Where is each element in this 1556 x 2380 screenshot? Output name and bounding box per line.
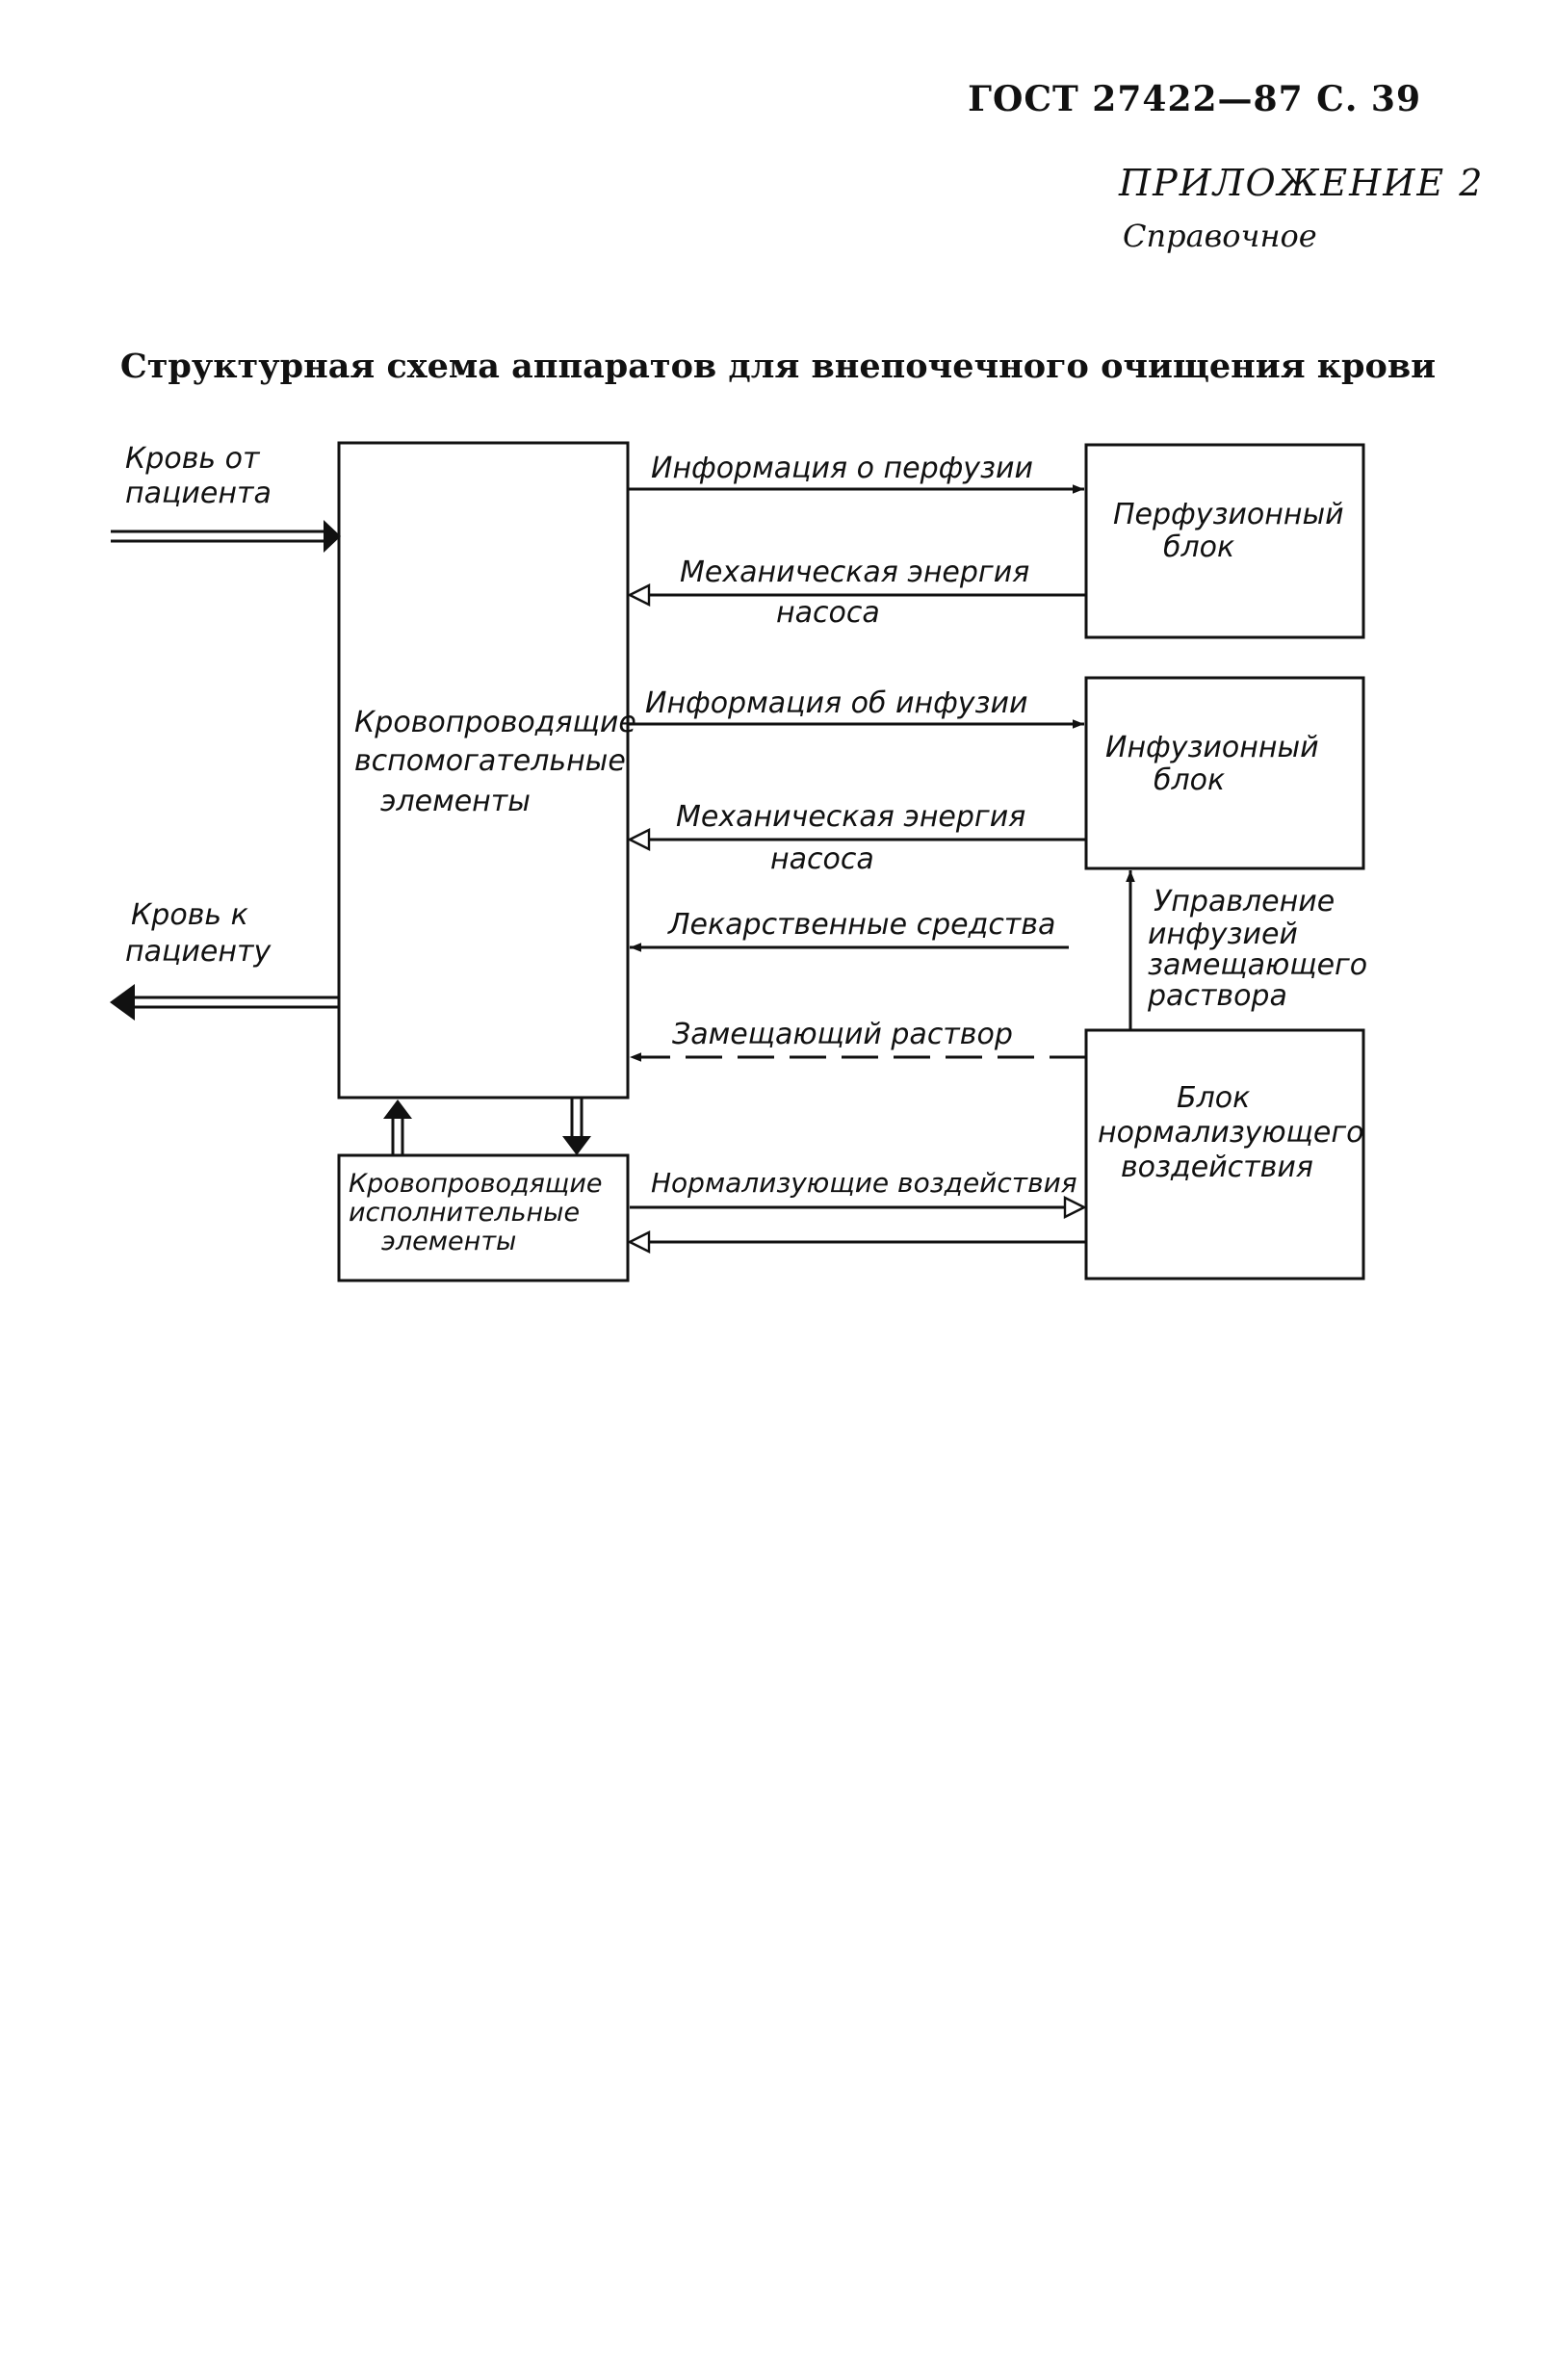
infusion-block-line-2: блок	[1154, 763, 1225, 797]
blood-in-arrowhead	[324, 520, 341, 553]
aux-elements-block	[337, 441, 630, 1099]
appendix-type: Справочное	[1123, 218, 1317, 254]
perfusion-block-line-1: Перфузионный	[1113, 498, 1344, 531]
normalizing-block-line-1: Блок	[1177, 1081, 1250, 1115]
control-infusion-label-line-3: замещающего	[1148, 948, 1367, 982]
mech-energy-2-label-line-2: насоса	[770, 842, 874, 876]
blood-from-label-line-1: Кровь от	[125, 442, 261, 476]
exec-block-line-1: Кровопроводящие	[349, 1169, 603, 1199]
infusion-block-line-1: Инфузионный	[1105, 731, 1319, 764]
exec-to-aux-arrowhead	[383, 1099, 412, 1119]
control-infusion-label-line-2: инфузией	[1148, 918, 1298, 951]
normalizing-effects-label: Нормализующие воздействия	[651, 1167, 1077, 1199]
info-perfusion-label: Информация о перфузии	[651, 452, 1033, 485]
aux-to-exec-arrowhead	[562, 1136, 591, 1155]
diagram-title: Структурная схема аппаратов для внепочеч…	[119, 347, 1437, 386]
perfusion-block	[1084, 443, 1365, 639]
aux-block-line-3: элементы	[380, 785, 531, 818]
exec-block-line-3: элементы	[381, 1227, 516, 1256]
control-infusion-label-line-4: раствора	[1147, 979, 1287, 1013]
blood-to-label-line-1: Кровь к	[131, 898, 248, 932]
blood-to-label-line-2: пациенту	[125, 935, 272, 969]
mech-energy-1-label-line-1: Механическая энергия	[680, 556, 1029, 589]
perfusion-block-line-2: блок	[1163, 530, 1234, 564]
blood-from-label-line-2: пациента	[125, 477, 272, 510]
replacement-label: Замещающий раствор	[672, 1018, 1013, 1051]
drugs-label: Лекарственные средства	[667, 908, 1055, 942]
mech-energy-2-label-line-1: Механическая энергия	[676, 800, 1025, 834]
normalizing-block	[1084, 1028, 1365, 1281]
exec-elements-block	[337, 1153, 630, 1282]
standard-reference: ГОСТ 27422—87 С. 39	[968, 79, 1421, 119]
blood-out-arrowhead	[110, 984, 135, 1021]
control-infusion-label-line-1: Управление	[1154, 885, 1335, 918]
normalizing-block-line-3: воздействия	[1121, 1151, 1313, 1184]
appendix-label: ПРИЛОЖЕНИЕ 2	[1119, 162, 1485, 204]
aux-block-line-2: вспомогательные	[354, 744, 626, 778]
exec-block-line-2: исполнительные	[349, 1198, 580, 1228]
normalizing-block-line-2: нормализующего	[1098, 1116, 1364, 1150]
mech-energy-1-label-line-2: насоса	[776, 596, 880, 630]
aux-block-line-1: Кровопроводящие	[354, 706, 636, 739]
info-infusion-label: Информация об инфузии	[645, 686, 1027, 720]
infusion-block	[1084, 676, 1365, 870]
